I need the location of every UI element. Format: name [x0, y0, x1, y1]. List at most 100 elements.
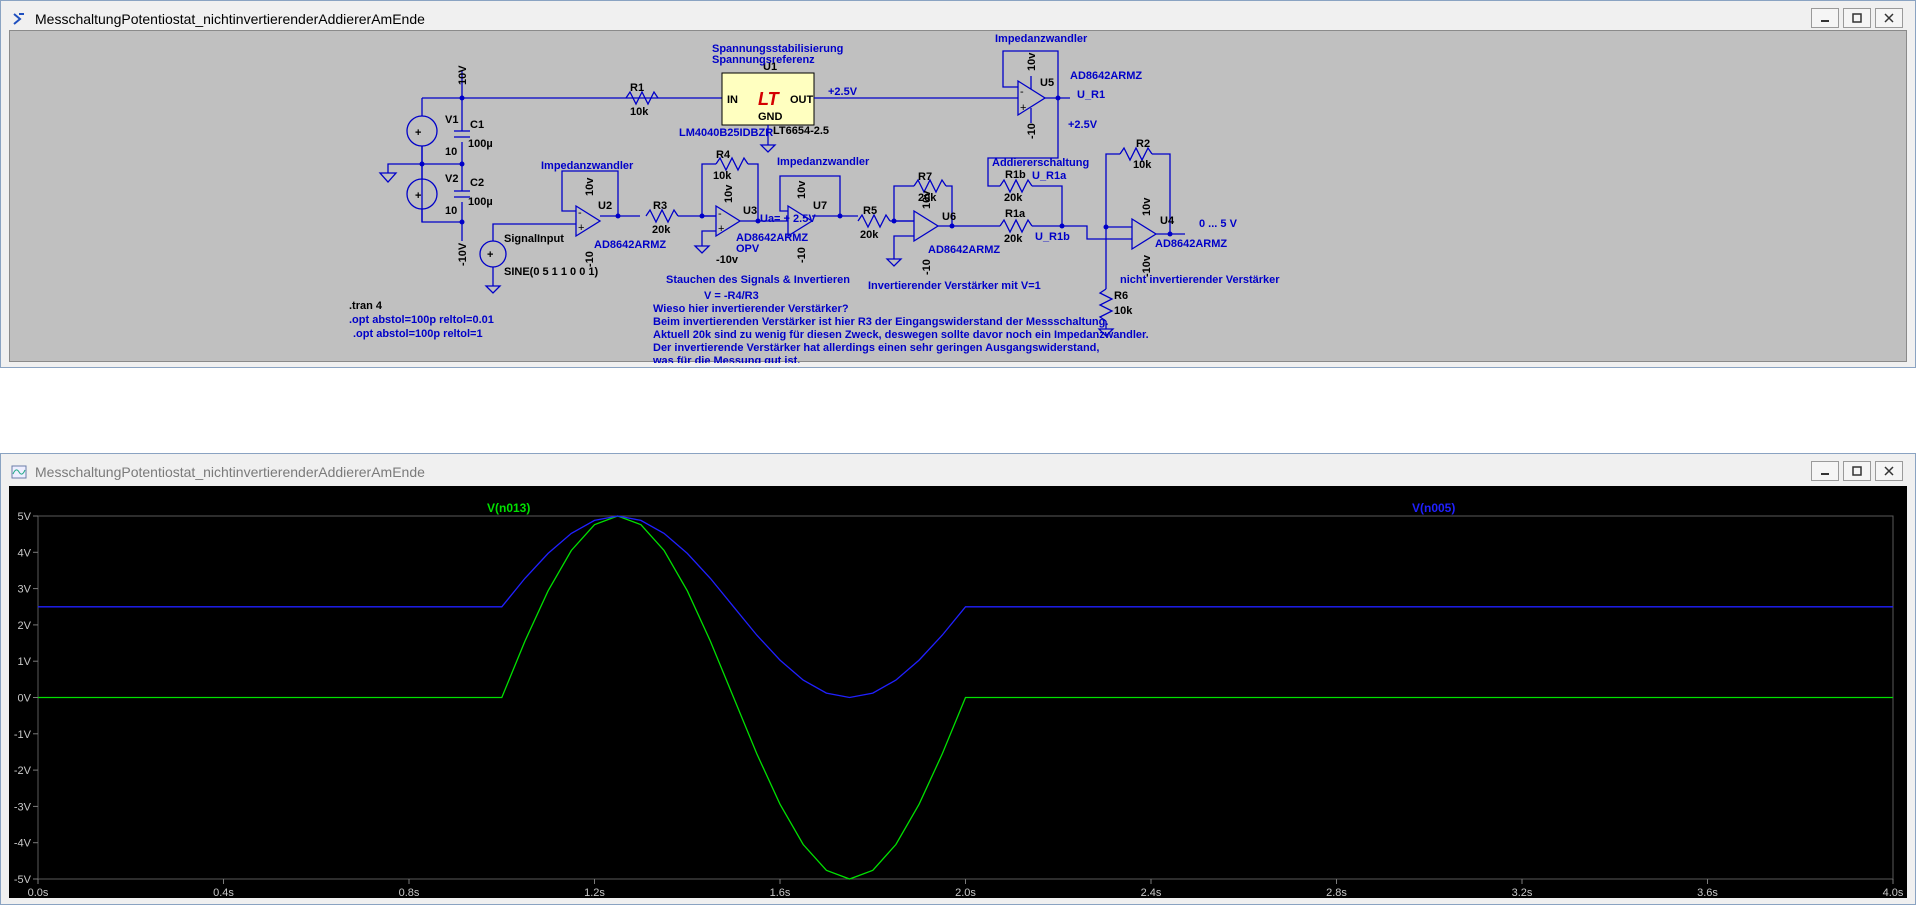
svg-text:R1: R1	[630, 82, 644, 94]
svg-text:10k: 10k	[630, 106, 649, 118]
signal-input-source[interactable]: + SignalInput SINE(0 5 1 1 0 0 1)	[479, 223, 598, 294]
maximize-icon[interactable]	[1843, 8, 1871, 28]
note-wieso-3: Der invertierende Verstärker hat allerdi…	[653, 342, 1099, 354]
svg-text:10v: 10v	[723, 184, 735, 203]
svg-text:AD8642ARMZ: AD8642ARMZ	[594, 239, 666, 251]
x-tick-label: 3.2s	[1512, 887, 1533, 898]
schematic-window: MesschaltungPotentiostat_nichtinvertiere…	[0, 0, 1916, 368]
y-tick-label: -4V	[14, 838, 32, 850]
svg-text:SignalInput: SignalInput	[504, 233, 564, 245]
schematic-canvas[interactable]: + V1 10 + V2 10 C1 100µ C2 100µ	[9, 30, 1907, 367]
svg-text:100µ: 100µ	[468, 196, 493, 208]
note-spannungsstabilisierung: Spannungsstabilisierung	[712, 43, 843, 55]
u7-opamp[interactable]: U7 10v -10	[779, 175, 858, 263]
note-impedanzwandler-top: Impedanzwandler	[995, 33, 1088, 45]
c1-capacitor[interactable]: C1 100µ	[454, 119, 493, 150]
schematic-drawing: + V1 10 + V2 10 C1 100µ C2 100µ	[349, 33, 1280, 367]
note-wieso-4: was für die Messung gut ist.	[652, 355, 800, 363]
svg-text:R6: R6	[1114, 290, 1128, 302]
svg-text:10k: 10k	[1133, 159, 1152, 171]
ltspice-schematic-icon	[13, 13, 24, 25]
note-spannungsreferenz: Spannungsreferenz	[712, 54, 815, 66]
svg-text:SINE(0 5 1 1 0 0 1): SINE(0 5 1 1 0 0 1)	[504, 266, 598, 278]
legend-V(n013)[interactable]: V(n013)	[487, 501, 530, 515]
note-wieso-1: Beim invertierenden Verstärker ist hier …	[653, 316, 1108, 328]
spice-directive-opt2: .opt abstol=100p reltol=1	[353, 328, 483, 340]
x-tick-label: 4.0s	[1883, 887, 1904, 898]
svg-text:AD8642ARMZ: AD8642ARMZ	[928, 244, 1000, 256]
net-label-output-range: 0 ... 5 V	[1199, 218, 1238, 230]
net-label-u-r1a: U_R1a	[1032, 170, 1067, 182]
v1-source[interactable]: + V1 10	[406, 114, 458, 158]
svg-text:AD8642ARMZ: AD8642ARMZ	[1155, 238, 1227, 250]
x-tick-label: 2.0s	[955, 887, 976, 898]
svg-text:10v: 10v	[796, 180, 808, 199]
maximize-icon[interactable]	[1843, 461, 1871, 481]
note-wieso-0: Wieso hier invertierender Verstärker?	[653, 303, 849, 315]
svg-text:-10: -10	[921, 259, 933, 275]
svg-text:10v: 10v	[1026, 52, 1038, 71]
svg-text:U2: U2	[598, 200, 612, 212]
x-tick-label: 1.6s	[770, 887, 791, 898]
y-tick-label: 5V	[18, 511, 32, 523]
note-invertierender-verstaerker: Invertierender Verstärker mit V=1	[868, 280, 1041, 292]
minimize-icon[interactable]	[1811, 461, 1839, 481]
u2-opamp[interactable]: - + U2 AD8642ARMZ 10v -10	[561, 170, 666, 267]
svg-text:20k: 20k	[652, 224, 671, 236]
svg-text:R5: R5	[863, 205, 877, 217]
x-tick-label: 3.6s	[1697, 887, 1718, 898]
svg-text:-10: -10	[584, 251, 596, 267]
svg-text:U1: U1	[763, 61, 777, 73]
legend-V(n005)[interactable]: V(n005)	[1412, 501, 1455, 515]
close-icon[interactable]	[1875, 8, 1903, 28]
u4-opamp[interactable]: R2 10k R6 10k U4 AD8642ARMZ 10v -10v	[1062, 138, 1227, 337]
y-tick-label: -2V	[14, 765, 32, 777]
svg-text:C2: C2	[470, 177, 484, 189]
svg-text:U7: U7	[813, 200, 827, 212]
spice-directive-tran: .tran 4	[349, 300, 383, 312]
y-tick-label: -3V	[14, 801, 32, 813]
svg-text:-: -	[578, 207, 582, 219]
u5-opamp[interactable]: - + U5 AD8642ARMZ 10v -10	[1002, 50, 1142, 139]
u1-reference[interactable]: IN OUT GND LT U1 LM4040B25IDBZR LT6654-2…	[679, 61, 829, 153]
svg-text:LT6654-2.5: LT6654-2.5	[773, 125, 829, 137]
note-wieso-2: Aktuell 20k sind zu wenig für diesen Zwe…	[653, 329, 1149, 341]
u3-opamp[interactable]: - + R4 10k U3 AD8642ARMZ OPV 10v -10v	[693, 149, 808, 266]
x-tick-label: 0.8s	[399, 887, 420, 898]
svg-text:20k: 20k	[918, 192, 937, 204]
svg-text:10: 10	[445, 146, 457, 158]
svg-text:V1: V1	[445, 114, 458, 126]
svg-text:20k: 20k	[860, 229, 879, 241]
r1b-resistor[interactable]: R1b 20k	[987, 98, 1063, 226]
close-icon[interactable]	[1875, 461, 1903, 481]
svg-text:-10: -10	[1026, 123, 1038, 139]
plot-titlebar[interactable]: MesschaltungPotentiostat_nichtinvertiere…	[1, 454, 1915, 490]
x-tick-label: 2.4s	[1141, 887, 1162, 898]
y-tick-label: 3V	[18, 584, 32, 596]
minimize-icon[interactable]	[1811, 8, 1839, 28]
v2-source[interactable]: + V2 10	[406, 173, 458, 217]
r1-resistor[interactable]: R1 10k	[625, 82, 659, 118]
u6-opamp[interactable]: R7 20k U6 AD8642ARMZ 10v -10	[885, 171, 1000, 275]
series-line-V(n005)	[38, 515, 1893, 699]
net-label-u-r1b: U_R1b	[1035, 231, 1070, 243]
svg-text:IN: IN	[727, 94, 738, 106]
note-addiererschaltung: Addiererschaltung	[992, 157, 1089, 169]
supply-wires	[387, 71, 722, 241]
x-tick-label: 1.2s	[584, 887, 605, 898]
y-tick-label: 4V	[18, 547, 32, 559]
y-tick-label: 0V	[18, 693, 32, 705]
plot-window-controls	[1811, 461, 1903, 481]
y-tick-label: 1V	[18, 656, 32, 668]
c2-capacitor[interactable]: C2 100µ	[454, 177, 493, 208]
net-label-10v: 10V	[457, 65, 469, 85]
schematic-titlebar[interactable]: MesschaltungPotentiostat_nichtinvertiere…	[1, 1, 1915, 37]
svg-text:LM4040B25IDBZR: LM4040B25IDBZR	[679, 127, 773, 139]
svg-text:10v: 10v	[921, 190, 933, 209]
r1a-resistor[interactable]: R1a 20k	[999, 208, 1062, 245]
note-nicht-invertierender-verstaerker: nicht invertierender Verstärker	[1120, 274, 1280, 286]
svg-text:20k: 20k	[1004, 192, 1023, 204]
svg-text:R7: R7	[918, 171, 932, 183]
svg-text:+: +	[1020, 102, 1026, 114]
